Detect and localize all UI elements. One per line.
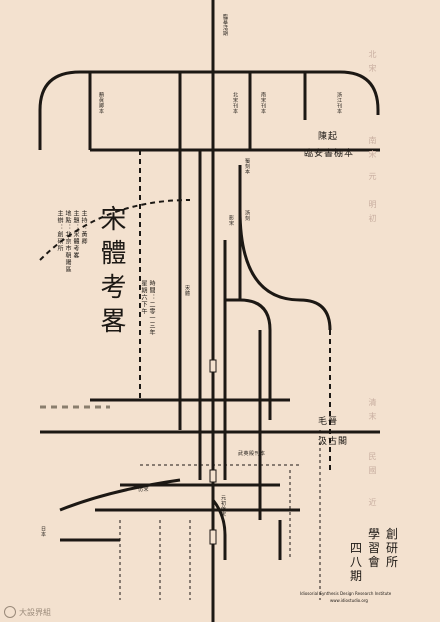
caption-maojin-sub: 汲古閣 bbox=[318, 437, 349, 447]
credit-line: 時間：二零一三年 bbox=[148, 280, 155, 336]
logo-char: 創 bbox=[385, 527, 398, 541]
left-arc bbox=[59, 478, 181, 512]
logo-char: 學 bbox=[367, 527, 380, 541]
top-arch-line bbox=[38, 70, 380, 150]
station-marker bbox=[209, 359, 217, 373]
watermark-text: 大設界組 bbox=[19, 607, 51, 617]
arch-label-center-left: 北宋刊本 bbox=[232, 92, 238, 114]
watermark: 大設界組 bbox=[4, 606, 51, 618]
institute-logo: 創 研 所 學 習 會 四 八 期 bbox=[345, 528, 405, 588]
ghost-era-label: 近 bbox=[368, 498, 377, 512]
arch-label-right: 浙江刊本 bbox=[336, 92, 342, 114]
lower-loop bbox=[211, 499, 227, 560]
caption-chenqi: 陳起 bbox=[318, 132, 339, 142]
arch-box-line bbox=[88, 72, 380, 180]
logo-char: 習 bbox=[367, 541, 380, 555]
ghost-era-label: 南宋 bbox=[368, 136, 377, 164]
line-label: 仿宋 bbox=[138, 487, 150, 493]
dashed-arc-upper bbox=[39, 199, 191, 261]
curve-right bbox=[238, 209, 332, 331]
logo-char: 研 bbox=[385, 541, 398, 555]
logo-char: 期 bbox=[349, 569, 362, 583]
credit-line: 主題：宋體考畧 bbox=[72, 210, 79, 259]
watermark-icon bbox=[4, 606, 16, 618]
line-label: 元初仿宋 bbox=[220, 495, 226, 517]
line-label: 武英殿刊本 bbox=[238, 451, 266, 457]
credit-line: 地點：北京市朝陽區 bbox=[64, 210, 71, 273]
arch-label-left: 顏眞卿本 bbox=[98, 92, 104, 114]
station-marker bbox=[209, 469, 217, 483]
ghost-era-label: 元 bbox=[368, 172, 377, 186]
line-label: 日本 bbox=[40, 526, 46, 537]
logo-char: 八 bbox=[349, 555, 362, 569]
ghost-era-label: 北宋 bbox=[368, 50, 377, 78]
curve-lower bbox=[225, 298, 272, 420]
line-label: 浙刻 bbox=[244, 210, 250, 221]
top-label: 臨摹活期 bbox=[222, 14, 228, 36]
credit-line: 主持：黃卿 bbox=[80, 210, 87, 245]
logo-char: 所 bbox=[385, 555, 398, 569]
arch-label-center-right: 南宋刊本 bbox=[260, 92, 266, 114]
logo-english: Idiosorial Synthesis Design Research Ins… bbox=[300, 591, 392, 596]
ghost-era-label: 清末 bbox=[368, 398, 377, 426]
credit-line: 主辦：創研所 bbox=[56, 210, 63, 252]
ghost-era-label: 明初 bbox=[368, 200, 377, 228]
ghost-era-label: 民國 bbox=[368, 452, 377, 480]
logo-url: www.idiostudio.org bbox=[330, 598, 368, 603]
caption-chenqi-sub: 臨安書棚本 bbox=[304, 149, 355, 159]
caption-maojin: 毛晉 bbox=[318, 417, 339, 427]
line-label: 宋體 bbox=[184, 285, 190, 296]
line-label: 蜀刻本 bbox=[244, 158, 250, 175]
line-label: 影宋 bbox=[228, 215, 234, 226]
station-marker bbox=[209, 529, 217, 545]
credit-line: 星期六下午 bbox=[140, 280, 147, 315]
logo-char: 會 bbox=[367, 555, 380, 569]
main-title: 宋體考畧 bbox=[96, 205, 126, 341]
logo-char: 四 bbox=[349, 541, 362, 555]
